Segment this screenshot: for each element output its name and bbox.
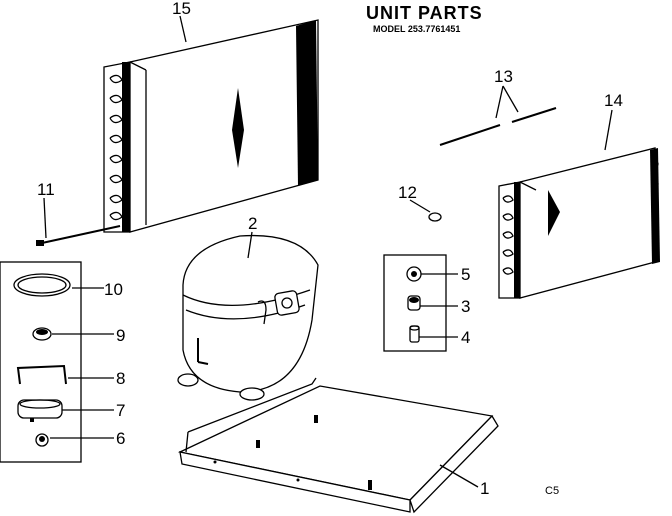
callout-13: 13 xyxy=(494,67,513,86)
evaporator-coil-part-14 xyxy=(498,147,660,299)
callout-5: 5 xyxy=(461,265,470,284)
diagram-title: UNIT PARTS xyxy=(366,3,483,23)
callout-6: 6 xyxy=(116,429,125,448)
grommet-part-9 xyxy=(32,327,52,341)
gasket-part-10 xyxy=(13,273,71,297)
bracket-part-7 xyxy=(17,399,63,422)
fastener-parts-box xyxy=(383,254,447,352)
callout-10: 10 xyxy=(104,280,123,299)
condenser-coil-part-15 xyxy=(103,19,319,233)
base-pan-part-1 xyxy=(177,377,499,514)
sleeve-part-4 xyxy=(409,325,420,343)
callout-4: 4 xyxy=(461,328,470,347)
compressor-part-2 xyxy=(177,234,319,401)
washer-part-3 xyxy=(407,295,421,311)
callout-7: 7 xyxy=(116,401,125,420)
diagram-code: C5 xyxy=(545,485,559,497)
callout-3: 3 xyxy=(461,297,470,316)
tube-fitting-part-11 xyxy=(36,225,121,246)
callout-14: 14 xyxy=(604,91,623,110)
callout-8: 8 xyxy=(116,369,125,388)
accessory-parts-box xyxy=(0,261,82,463)
callout-1: 1 xyxy=(480,479,489,498)
clip-part-8 xyxy=(16,364,67,385)
cap-part-6 xyxy=(35,433,49,447)
callout-2: 2 xyxy=(248,214,257,233)
callout-12: 12 xyxy=(398,183,417,202)
nut-part-5 xyxy=(406,266,422,282)
rods-part-13 xyxy=(439,107,557,146)
fitting-part-12 xyxy=(428,212,442,222)
callout-9: 9 xyxy=(116,326,125,345)
model-number: MODEL 253.7761451 xyxy=(373,24,460,34)
callout-15: 15 xyxy=(172,0,191,18)
callout-11: 11 xyxy=(37,180,55,199)
